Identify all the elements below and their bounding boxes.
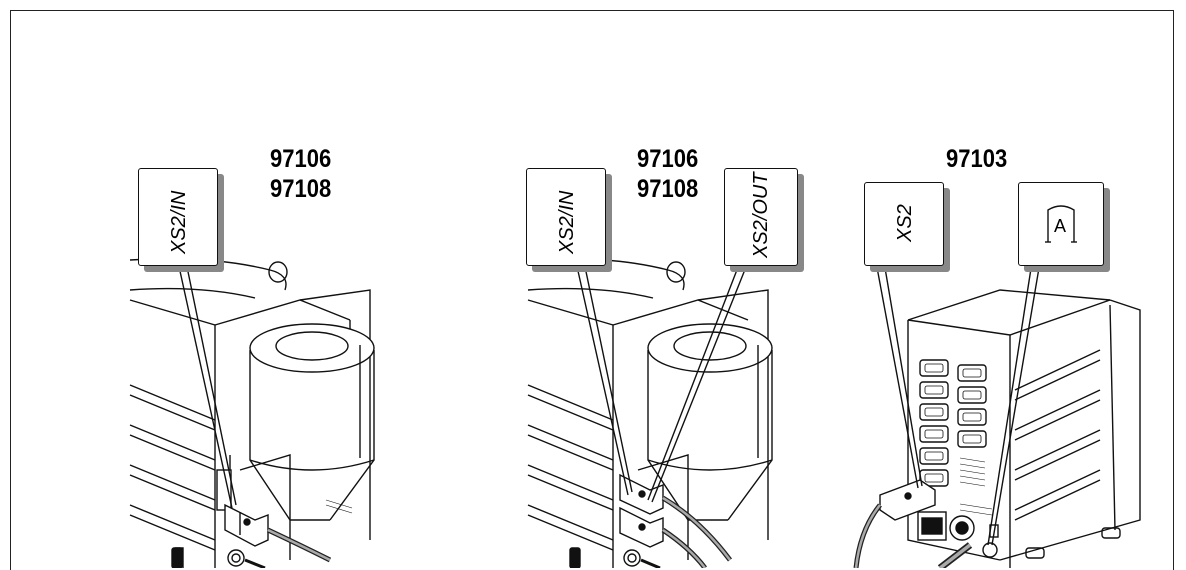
panel3-model-1: 97103 (946, 145, 1008, 173)
panel2-tag-xs2-in: XS2/IN (526, 168, 616, 272)
panel1-device-drawing (129, 258, 375, 568)
panel3-tag-a: A (1018, 182, 1114, 272)
panel3-tag-xs2: XS2 (864, 182, 954, 272)
panel1-model-2: 97108 (270, 175, 332, 203)
panel2-tag-xs2-out: XS2/OUT (724, 168, 808, 272)
panel2-device-drawing (527, 258, 773, 568)
figure-frame (10, 10, 1174, 570)
panel1-tag-xs2-in: XS2/IN (138, 168, 228, 272)
panel2-model-2: 97108 (637, 175, 699, 203)
panel2-model-1: 97106 (637, 145, 699, 173)
panel3-device-drawing (853, 289, 1141, 568)
panel1-model-1: 97106 (270, 145, 332, 173)
a-frame-icon (1045, 205, 1077, 243)
